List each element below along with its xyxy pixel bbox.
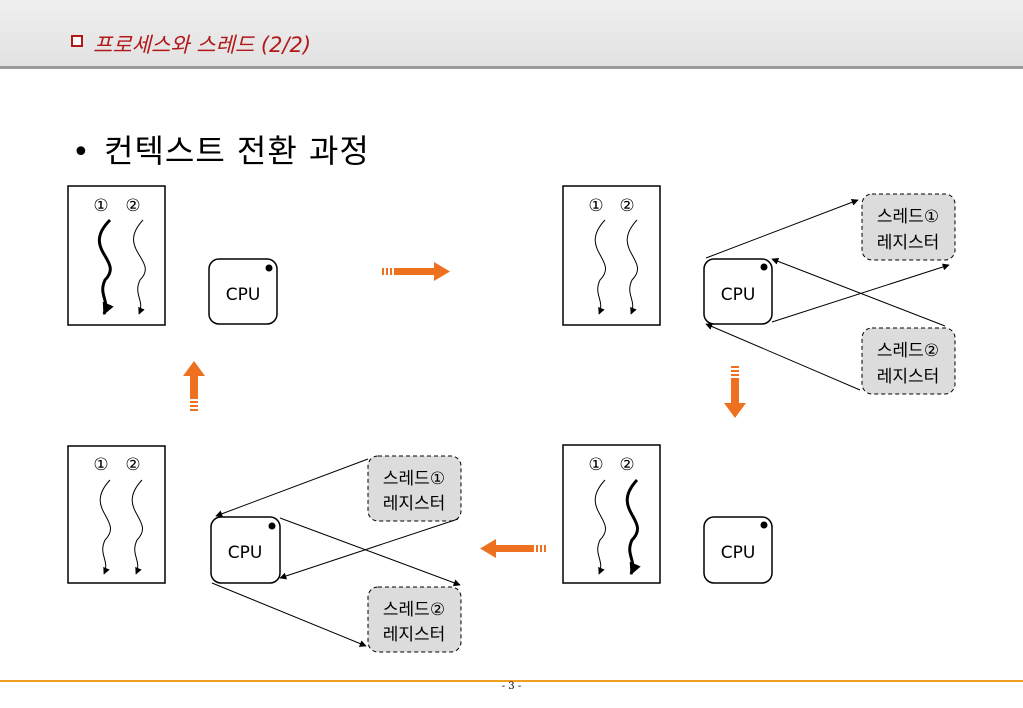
register-box-2 bbox=[367, 586, 462, 653]
register-1-line2: 레지스터 bbox=[877, 233, 940, 253]
thread-label-2: ② bbox=[619, 455, 634, 475]
bullet-point: • bbox=[72, 135, 90, 170]
panel-top-right: ① ② CPU 스레드① 레지스터 스레드② 레지스터 bbox=[562, 185, 956, 395]
thread-label-1: ① bbox=[588, 455, 603, 475]
process-box bbox=[67, 445, 166, 584]
register-2-line1: 스레드② bbox=[877, 341, 939, 361]
save-arrow-to-register-2 bbox=[279, 517, 461, 587]
flow-arrow-left-icon bbox=[480, 539, 546, 558]
register-2-line1: 스레드② bbox=[383, 600, 445, 620]
flow-arrow-right-icon bbox=[382, 262, 450, 281]
thread-2-arrow bbox=[133, 219, 146, 315]
register-box-2 bbox=[861, 327, 956, 395]
thread-2-active-arrow bbox=[625, 478, 641, 576]
cpu-dot-icon bbox=[760, 263, 768, 271]
process-box bbox=[67, 185, 166, 326]
cpu-box bbox=[210, 516, 281, 584]
footer-line bbox=[0, 680, 1023, 682]
thread-label-1: ① bbox=[588, 196, 603, 216]
thread-2-arrow bbox=[131, 479, 143, 575]
cpu-dot-icon bbox=[268, 522, 276, 530]
cpu-label: CPU bbox=[228, 543, 263, 563]
register-box-1 bbox=[861, 193, 956, 261]
thread-label-2: ② bbox=[125, 455, 140, 475]
thread-1-active-arrow bbox=[97, 218, 114, 316]
cpu-box bbox=[208, 258, 278, 325]
cpu-label: CPU bbox=[721, 285, 756, 305]
register-1-line1: 스레드① bbox=[383, 469, 445, 489]
thread-label-1: ① bbox=[93, 196, 108, 216]
thread-1-arrow bbox=[99, 479, 111, 575]
load-arrow-from-register-2b bbox=[705, 323, 861, 391]
slide-title: 컨텍스트 전환 과정 bbox=[104, 132, 370, 170]
load-arrow-from-register-2 bbox=[771, 258, 946, 327]
thread-2-arrow bbox=[626, 219, 638, 315]
register-box-1 bbox=[367, 455, 462, 522]
process-box bbox=[562, 185, 661, 326]
cpu-label: CPU bbox=[226, 285, 261, 305]
cpu-dot-icon bbox=[760, 521, 768, 529]
cpu-dot-icon bbox=[265, 264, 273, 272]
thread-1-arrow bbox=[594, 219, 606, 315]
header-title: 프로세스와 스레드 (2/2) bbox=[93, 33, 312, 57]
thread-label-2: ② bbox=[125, 196, 140, 216]
panel-top-left: ① ② CPU bbox=[67, 185, 278, 326]
flow-arrow-down-icon bbox=[724, 366, 746, 418]
thread-1-arrow bbox=[594, 479, 606, 575]
cpu-box bbox=[703, 258, 773, 325]
page-number: - 3 - bbox=[501, 681, 522, 692]
thread-label-2: ② bbox=[619, 196, 634, 216]
header-checkbox-icon bbox=[71, 35, 83, 47]
process-box bbox=[562, 444, 661, 584]
cpu-label: CPU bbox=[721, 543, 756, 563]
flow-arrow-up-icon bbox=[183, 361, 205, 411]
register-1-line1: 스레드① bbox=[877, 207, 939, 227]
register-2-line2: 레지스터 bbox=[383, 625, 446, 645]
save-arrow-to-register-2b bbox=[211, 582, 367, 647]
load-arrow-from-register-1b bbox=[279, 518, 459, 580]
load-arrow-from-register-1 bbox=[215, 458, 369, 518]
panel-bottom-right: ① ② CPU bbox=[562, 444, 773, 584]
thread-label-1: ① bbox=[93, 455, 108, 475]
save-arrow-to-register-1 bbox=[705, 198, 859, 259]
register-1-line2: 레지스터 bbox=[383, 494, 446, 514]
register-2-line2: 레지스터 bbox=[877, 367, 940, 387]
slide-header: 프로세스와 스레드 (2/2) bbox=[0, 0, 1023, 69]
panel-bottom-left: ① ② CPU 스레드① 레지스터 스레드② 레지스터 bbox=[67, 445, 462, 653]
cpu-box bbox=[703, 516, 773, 584]
